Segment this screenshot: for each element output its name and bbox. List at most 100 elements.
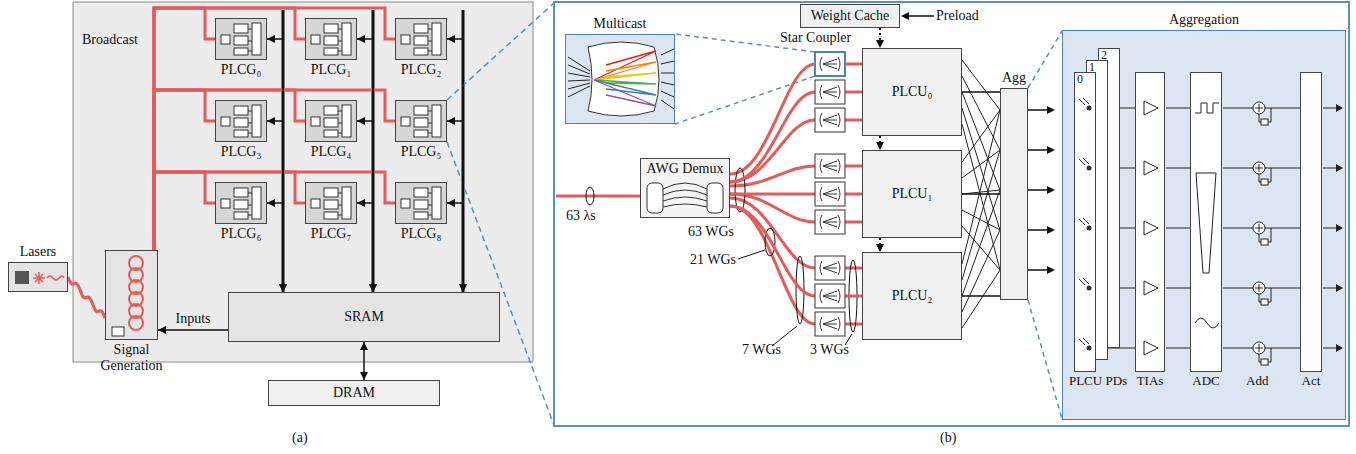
connector (68, 277, 105, 318)
bundle-mark (586, 187, 594, 205)
node-label: PLCG₄ (311, 144, 352, 160)
arrow-head (357, 199, 365, 207)
arrow-head (357, 117, 365, 125)
node-label: PLCG₀ (221, 62, 262, 78)
arrow-head (447, 35, 455, 43)
node-label: PLCU₂ (892, 288, 933, 304)
node-label: Aggregation (1169, 12, 1239, 28)
data-bus (283, 10, 463, 292)
plcg-tile: PLCG₅ (395, 100, 447, 142)
zoom-line (1028, 31, 1062, 419)
connector (267, 117, 287, 292)
connector (876, 238, 884, 252)
connector (876, 28, 884, 48)
star-coupler (815, 154, 845, 178)
node-label: PLCG₇ (311, 226, 352, 242)
crossbar-wire (962, 150, 1000, 280)
tia-column: TIAs (1135, 72, 1165, 372)
arrow-head (158, 326, 166, 334)
connector (730, 206, 862, 296)
coupler-icon (820, 159, 840, 173)
amplifier-symbols (1136, 73, 1166, 373)
connector-line (68, 277, 105, 318)
star-coupler (815, 52, 845, 76)
connector (962, 92, 1000, 93)
annotation-label: Star Coupler (780, 30, 851, 46)
connector (357, 199, 377, 292)
arrow-head (369, 284, 377, 292)
connector (158, 326, 228, 334)
node-label: PLCG₅ (401, 144, 442, 160)
connector (447, 117, 467, 292)
arrow-head (447, 117, 455, 125)
coupler-icon (820, 289, 840, 303)
connector-line (447, 203, 463, 292)
signal-generator: Signal Generation (105, 250, 158, 340)
star-coupler (815, 80, 845, 104)
activation-column: Act (1300, 72, 1322, 372)
annotation-label: 21 WGs (690, 252, 736, 268)
arrow-head (459, 284, 467, 292)
star-coupler (815, 182, 845, 206)
connector (154, 90, 215, 250)
node-label: Signal Generation (90, 342, 174, 374)
arrow-head (360, 372, 368, 380)
crossbar-wire (962, 124, 1000, 270)
arrow-head (369, 284, 377, 292)
edge-label: Inputs (176, 311, 211, 327)
connector (962, 296, 1000, 297)
connector-line (154, 90, 215, 250)
node-label: SRAM (344, 309, 384, 325)
aggregator-box: Agg (1000, 88, 1028, 300)
delay-coil (106, 251, 159, 341)
plcg-tile: PLCG₁ (305, 18, 357, 60)
coupler-icon (820, 113, 840, 127)
laser-icon (9, 263, 69, 293)
connector-line (730, 206, 862, 296)
plcg-tile: PLCG₆ (215, 182, 267, 224)
photodiode-marks (1075, 73, 1097, 373)
arrow-head (876, 40, 884, 48)
connector-line (357, 203, 373, 292)
crossbar-wire (962, 76, 1000, 150)
connector-line (267, 203, 283, 292)
annotation-label: 63 λs (566, 208, 596, 224)
connector (154, 8, 395, 250)
node-label: ADC (1192, 374, 1219, 389)
node-label: 0 (1077, 73, 1083, 87)
connector-line (154, 8, 395, 250)
arrow-head (279, 284, 287, 292)
node-label: Lasers (20, 244, 57, 260)
connector-line (962, 91, 1000, 93)
connector (876, 136, 884, 150)
arrow-head (267, 117, 275, 125)
coupler-icon (820, 57, 840, 71)
arrow-head (279, 284, 287, 292)
crossbar-wire (962, 60, 1000, 110)
compute-unit: PLCU₂ (862, 252, 962, 340)
crossbar-wire (962, 210, 1000, 230)
zoom-line (447, 3, 554, 425)
connector-line (267, 121, 283, 292)
connector (267, 35, 287, 292)
annotation-label: (b) (940, 430, 956, 446)
arrow-head (1047, 106, 1055, 274)
connector (154, 172, 395, 250)
star-coupler (815, 284, 845, 308)
connector (962, 194, 1000, 195)
plcg-tile: PLCG₄ (305, 100, 357, 142)
laser-source: Lasers (8, 262, 68, 292)
memory-block: DRAM (268, 380, 440, 406)
connector-line (357, 39, 373, 292)
arrow-head (876, 142, 884, 150)
preload-arrow (908, 15, 934, 17)
node-label: PLCU PDs (1069, 374, 1127, 389)
connector-line (154, 172, 215, 250)
star-coupler (815, 108, 845, 132)
connector (267, 199, 287, 292)
node-label: PLCG₁ (311, 62, 352, 78)
arrow-head (459, 284, 467, 292)
node-label: PLCG₈ (401, 226, 442, 242)
connector-line (267, 39, 283, 292)
